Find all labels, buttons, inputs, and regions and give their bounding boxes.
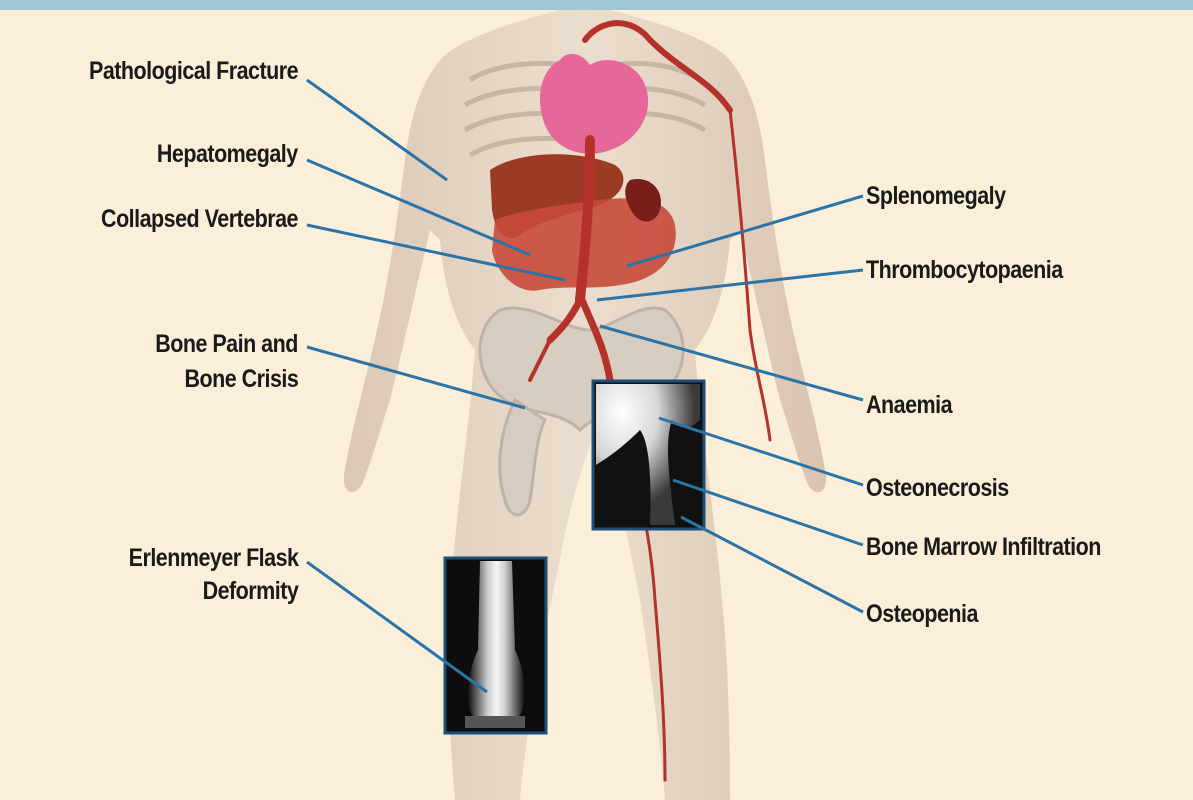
label-erlenmeyer-line2: Deformity (202, 575, 298, 607)
label-osteopenia: Osteopenia (866, 598, 978, 630)
knee-xray-inset (445, 558, 546, 733)
label-hepatomegaly: Hepatomegaly (157, 138, 298, 170)
label-pathological-fracture: Pathological Fracture (89, 55, 298, 87)
label-erlenmeyer-line1: Erlenmeyer Flask (128, 542, 298, 574)
label-splenomegaly: Splenomegaly (866, 180, 1006, 212)
label-bone-marrow-infiltration: Bone Marrow Infiltration (866, 531, 1101, 563)
label-thrombocytopaenia: Thrombocytopaenia (866, 254, 1063, 286)
label-osteonecrosis: Osteonecrosis (866, 472, 1009, 504)
hip-xray-inset (593, 381, 704, 529)
label-bone-pain-line2: Bone Crisis (184, 363, 298, 395)
label-anaemia: Anaemia (866, 389, 952, 421)
label-bone-pain-line1: Bone Pain and (155, 328, 298, 360)
label-collapsed-vertebrae: Collapsed Vertebrae (101, 203, 298, 235)
